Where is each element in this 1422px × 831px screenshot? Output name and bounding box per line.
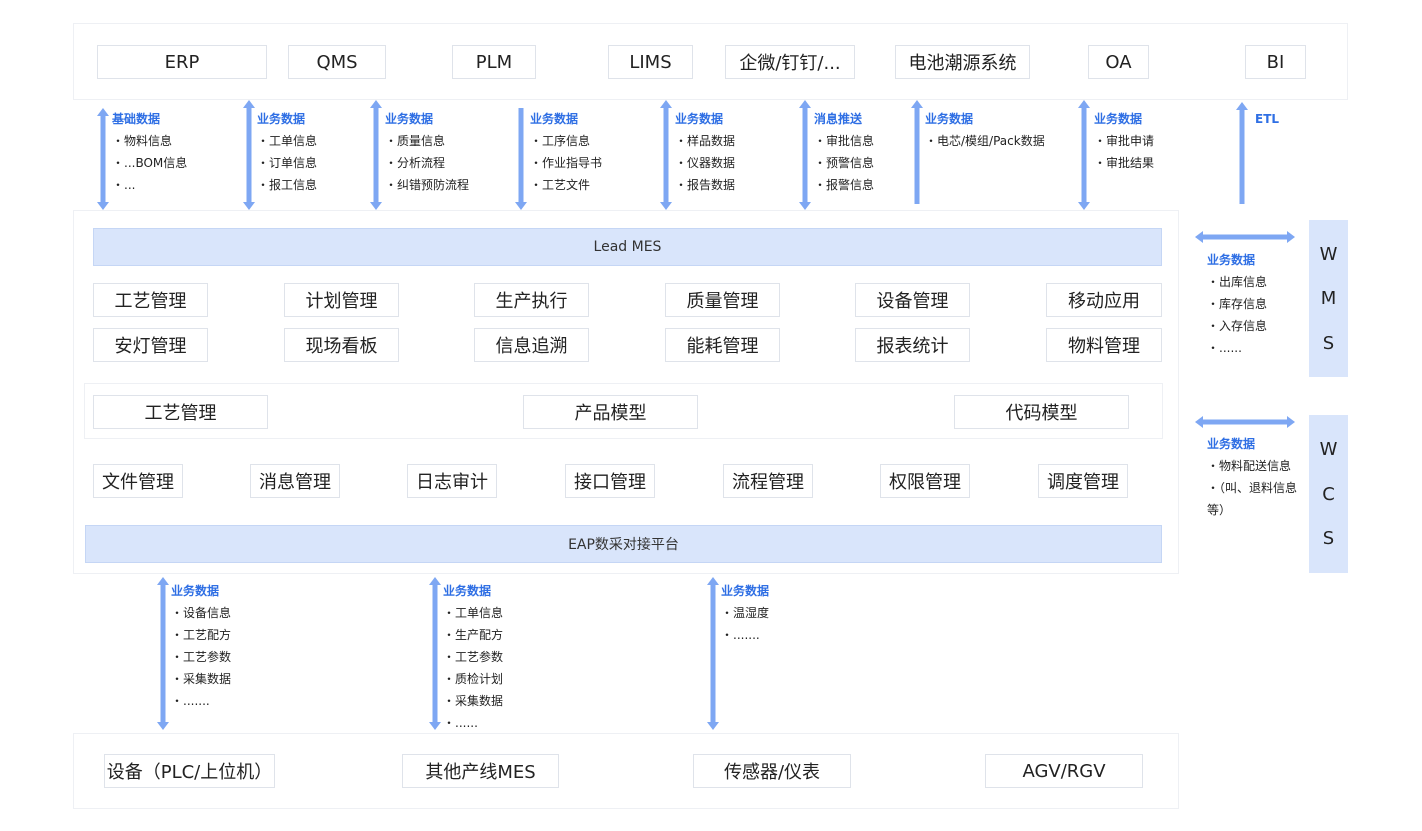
model-product: 产品模型 — [523, 395, 698, 429]
double-arrow-icon — [97, 108, 109, 210]
annotation-sensor: 业务数据 ・温湿度 ・....... — [721, 584, 770, 642]
annotation-lims: 业务数据 ・样品数据 ・仪器数据 ・报告数据 — [675, 112, 736, 192]
annotation-wms: 业务数据 ・出库信息 ・库存信息 ・入存信息 ・...... — [1207, 253, 1268, 355]
system-wecom-dingtalk: 企微/钉钉/... — [725, 45, 855, 79]
module-equipment-mgmt: 设备管理 — [855, 283, 970, 317]
module-material-mgmt: 物料管理 — [1046, 328, 1162, 362]
annotation-battery: 业务数据 ・电芯/模组/Pack数据 — [925, 112, 1045, 148]
platform-permission-mgmt: 权限管理 — [880, 464, 970, 498]
double-arrow-icon — [1078, 100, 1090, 210]
platform-file-mgmt: 文件管理 — [93, 464, 183, 498]
horizontal-double-arrow-icon — [1195, 231, 1295, 243]
module-plan-mgmt: 计划管理 — [284, 283, 399, 317]
module-energy-mgmt: 能耗管理 — [665, 328, 780, 362]
up-arrow-icon — [1236, 102, 1248, 204]
double-arrow-icon — [660, 100, 672, 210]
double-arrow-icon — [370, 100, 382, 210]
system-sensor-meter: 传感器/仪表 — [693, 754, 851, 788]
system-bi: BI — [1245, 45, 1306, 79]
system-lims: LIMS — [608, 45, 693, 79]
annotation-message: 消息推送 ・审批信息 ・预警信息 ・报警信息 — [814, 112, 875, 192]
double-arrow-icon — [799, 100, 811, 210]
up-arrow-icon — [911, 100, 923, 204]
platform-workflow-mgmt: 流程管理 — [723, 464, 813, 498]
annotation-bi: ETL — [1255, 112, 1280, 126]
module-mobile-app: 移动应用 — [1046, 283, 1162, 317]
system-erp: ERP — [97, 45, 267, 79]
module-quality-mgmt: 质量管理 — [665, 283, 780, 317]
platform-interface-mgmt: 接口管理 — [565, 464, 655, 498]
model-process: 工艺管理 — [93, 395, 268, 429]
platform-log-audit: 日志审计 — [407, 464, 497, 498]
horizontal-double-arrow-icon — [1195, 416, 1295, 428]
down-arrow-icon — [515, 108, 527, 210]
platform-message-mgmt: 消息管理 — [250, 464, 340, 498]
eap-platform-bar: EAP数采对接平台 — [85, 525, 1162, 563]
double-arrow-icon — [157, 577, 169, 730]
system-equipment-plc: 设备（PLC/上位机） — [104, 754, 275, 788]
double-arrow-icon — [243, 100, 255, 210]
system-agv-rgv: AGV/RGV — [985, 754, 1143, 788]
double-arrow-icon — [707, 577, 719, 730]
annotation-process: 业务数据 ・工序信息 ・作业指导书 ・工艺文件 — [530, 112, 603, 192]
mes-title-bar: Lead MES — [93, 228, 1162, 266]
system-other-line-mes: 其他产线MES — [402, 754, 559, 788]
system-qms: QMS — [288, 45, 386, 79]
platform-schedule-mgmt: 调度管理 — [1038, 464, 1128, 498]
model-code: 代码模型 — [954, 395, 1129, 429]
module-process-mgmt: 工艺管理 — [93, 283, 208, 317]
module-site-dashboard: 现场看板 — [284, 328, 399, 362]
double-arrow-icon — [429, 577, 441, 730]
annotation-oa: 业务数据 ・审批申请 ・审批结果 — [1094, 112, 1155, 170]
module-production-exec: 生产执行 — [474, 283, 589, 317]
system-battery-trace: 电池潮源系统 — [895, 45, 1030, 79]
module-report-stats: 报表统计 — [855, 328, 970, 362]
module-traceability: 信息追溯 — [474, 328, 589, 362]
annotation-erp: 基础数据 ・物料信息 ・...BOM信息 ・... — [112, 112, 188, 192]
annotation-equipment: 业务数据 ・设备信息 ・工艺配方 ・工艺参数 ・采集数据 ・....... — [171, 584, 232, 708]
annotation-qms: 业务数据 ・工单信息 ・订单信息 ・报工信息 — [257, 112, 318, 192]
system-oa: OA — [1088, 45, 1149, 79]
module-andon-mgmt: 安灯管理 — [93, 328, 208, 362]
annotation-wcs: 业务数据 ・物料配送信息 ・（叫、退料信息等） — [1207, 437, 1298, 517]
annotation-other-mes: 业务数据 ・工单信息 ・生产配方 ・工艺参数 ・质检计划 ・采集数据 ・....… — [443, 584, 504, 730]
annotation-plm: 业务数据 ・质量信息 ・分析流程 ・纠错预防流程 — [385, 112, 470, 192]
system-plm: PLM — [452, 45, 536, 79]
